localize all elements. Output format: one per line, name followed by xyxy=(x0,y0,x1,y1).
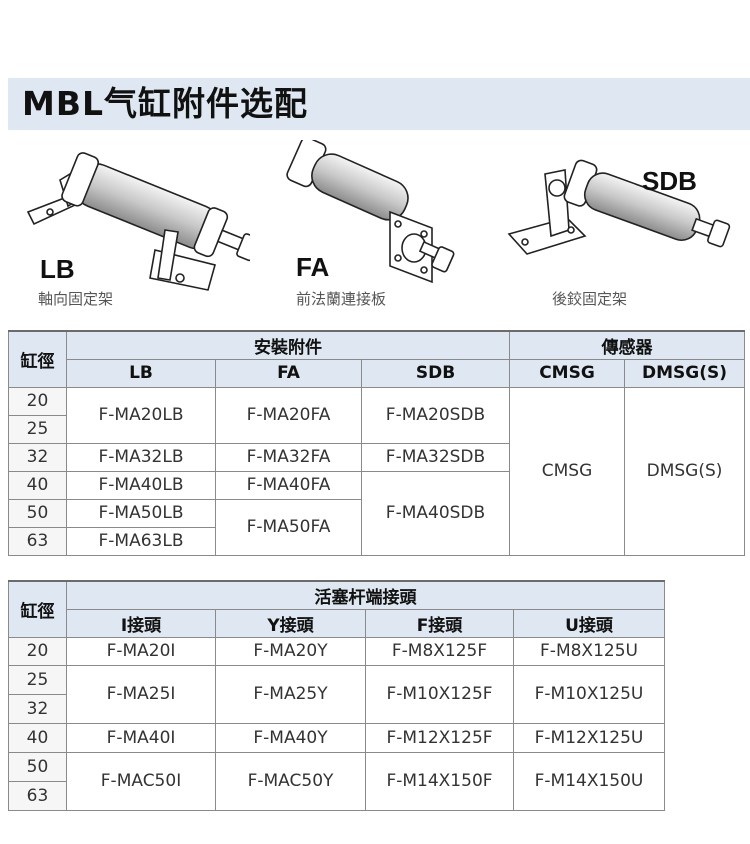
lb-code-label: LB xyxy=(40,254,75,284)
table-row: 20 F-MA20LB F-MA20FA F-MA20SDB CMSG DMSG… xyxy=(8,386,745,556)
y-joint-cell: F-MA20Y xyxy=(215,636,366,666)
i-joint-cell: F-MA20I xyxy=(66,636,216,666)
f-joint-cell: F-M10X125F xyxy=(365,664,514,724)
lb-desc-label: 軸向固定架 xyxy=(38,290,114,308)
col-header-u-joint: U接頭 xyxy=(513,608,665,638)
f-joint-cell: F-M14X150F xyxy=(365,751,514,811)
lb-cell: F-MA63LB xyxy=(66,526,216,556)
rod-group-header: 活塞杆端接頭 xyxy=(66,580,665,610)
i-joint-cell: F-MA40I xyxy=(66,722,216,753)
col-header-cmsg: CMSG xyxy=(509,358,625,388)
i-joint-cell: F-MAC50I xyxy=(66,751,216,811)
table-row: 63 F-MA63LB xyxy=(8,526,745,556)
fa-cell: F-MA40FA xyxy=(215,470,362,500)
table-row: 63 xyxy=(8,780,665,811)
bore-header: 缸徑 xyxy=(8,580,67,638)
fa-code-label: FA xyxy=(296,252,330,282)
fa-cell: F-MA32FA xyxy=(215,442,362,472)
table-row: 40 F-MA40I F-MA40Y F-M12X125F F-M12X125U xyxy=(8,722,665,753)
sdb-cell: F-MA32SDB xyxy=(361,442,510,472)
fa-desc-label: 前法蘭連接板 xyxy=(296,290,387,308)
col-header-sdb: SDB xyxy=(361,358,510,388)
fa-cell: F-MA50FA xyxy=(215,498,362,556)
fa-flange-illustration xyxy=(286,140,455,284)
bore-cell: 32 xyxy=(8,442,67,472)
i-joint-cell: F-MA25I xyxy=(66,664,216,724)
lb-cell: F-MA40LB xyxy=(66,470,216,500)
bore-cell: 40 xyxy=(8,722,67,753)
dmsg-cell: DMSG(S) xyxy=(624,386,745,556)
col-header-dmsg: DMSG(S) xyxy=(624,358,745,388)
col-header-i-joint: I接頭 xyxy=(66,608,216,638)
sdb-desc-label: 後鉸固定架 xyxy=(552,290,628,308)
lb-cell: F-MA50LB xyxy=(66,498,216,528)
sdb-cell: F-MA40SDB xyxy=(361,470,510,556)
bore-cell: 20 xyxy=(8,636,67,666)
cmsg-cell: CMSG xyxy=(509,386,625,556)
u-joint-cell: F-M8X125U xyxy=(513,636,665,666)
table-row: 25 F-MA25I F-MA25Y F-M10X125F F-M10X125U xyxy=(8,664,665,724)
lb-cell: F-MA32LB xyxy=(66,442,216,472)
u-joint-cell: F-M14X150U xyxy=(513,751,665,811)
title-banner xyxy=(8,78,750,130)
bore-cell: 20 xyxy=(8,386,67,416)
fa-cell: F-MA20FA xyxy=(215,386,362,444)
u-joint-cell: F-M10X125U xyxy=(513,664,665,724)
mount-accessory-table: 缸徑 安裝附件 傳感器 LB FA SDB CMSG DMSG(S) 20 F-… xyxy=(8,330,745,556)
page-title: MBL气缸附件选配 xyxy=(22,84,309,123)
lb-mount-illustration xyxy=(26,152,250,291)
y-joint-cell: F-MA40Y xyxy=(215,722,366,753)
table-row: 50 F-MAC50I F-MAC50Y F-M14X150F F-M14X15… xyxy=(8,751,665,811)
col-header-fa: FA xyxy=(215,358,362,388)
col-header-y-joint: Y接頭 xyxy=(215,608,366,638)
table-row: 32 xyxy=(8,693,665,724)
sdb-clevis-illustration xyxy=(507,159,731,255)
y-joint-cell: F-MAC50Y xyxy=(215,751,366,811)
bore-cell: 25 xyxy=(8,414,67,444)
f-joint-cell: F-M8X125F xyxy=(365,636,514,666)
col-header-f-joint: F接頭 xyxy=(365,608,514,638)
u-joint-cell: F-M12X125U xyxy=(513,722,665,753)
bore-cell: 40 xyxy=(8,470,67,500)
sdb-code-label: SDB xyxy=(642,166,697,196)
f-joint-cell: F-M12X125F xyxy=(365,722,514,753)
table-row: 20 F-MA20I F-MA20Y F-M8X125F F-M8X125U xyxy=(8,636,665,666)
bore-cell: 25 xyxy=(8,664,67,695)
mount-group-header: 安裝附件 xyxy=(66,330,510,360)
bore-header: 缸徑 xyxy=(8,330,67,388)
bore-cell: 50 xyxy=(8,498,67,528)
sdb-cell: F-MA20SDB xyxy=(361,386,510,444)
bore-cell: 63 xyxy=(8,526,67,556)
bore-cell: 63 xyxy=(8,780,67,811)
table-row: 40 F-MA40LB F-MA40FA F-MA40SDB xyxy=(8,470,745,556)
y-joint-cell: F-MA25Y xyxy=(215,664,366,724)
bore-cell: 50 xyxy=(8,751,67,782)
col-header-lb: LB xyxy=(66,358,216,388)
lb-cell: F-MA20LB xyxy=(66,386,216,444)
sensor-group-header: 傳感器 xyxy=(509,330,745,360)
rod-end-table: 缸徑 活塞杆端接頭 I接頭 Y接頭 F接頭 U接頭 20 F-MA20I F-M… xyxy=(8,580,665,811)
bore-cell: 32 xyxy=(8,693,67,724)
table-row: 50 F-MA50LB F-MA50FA xyxy=(8,498,745,556)
